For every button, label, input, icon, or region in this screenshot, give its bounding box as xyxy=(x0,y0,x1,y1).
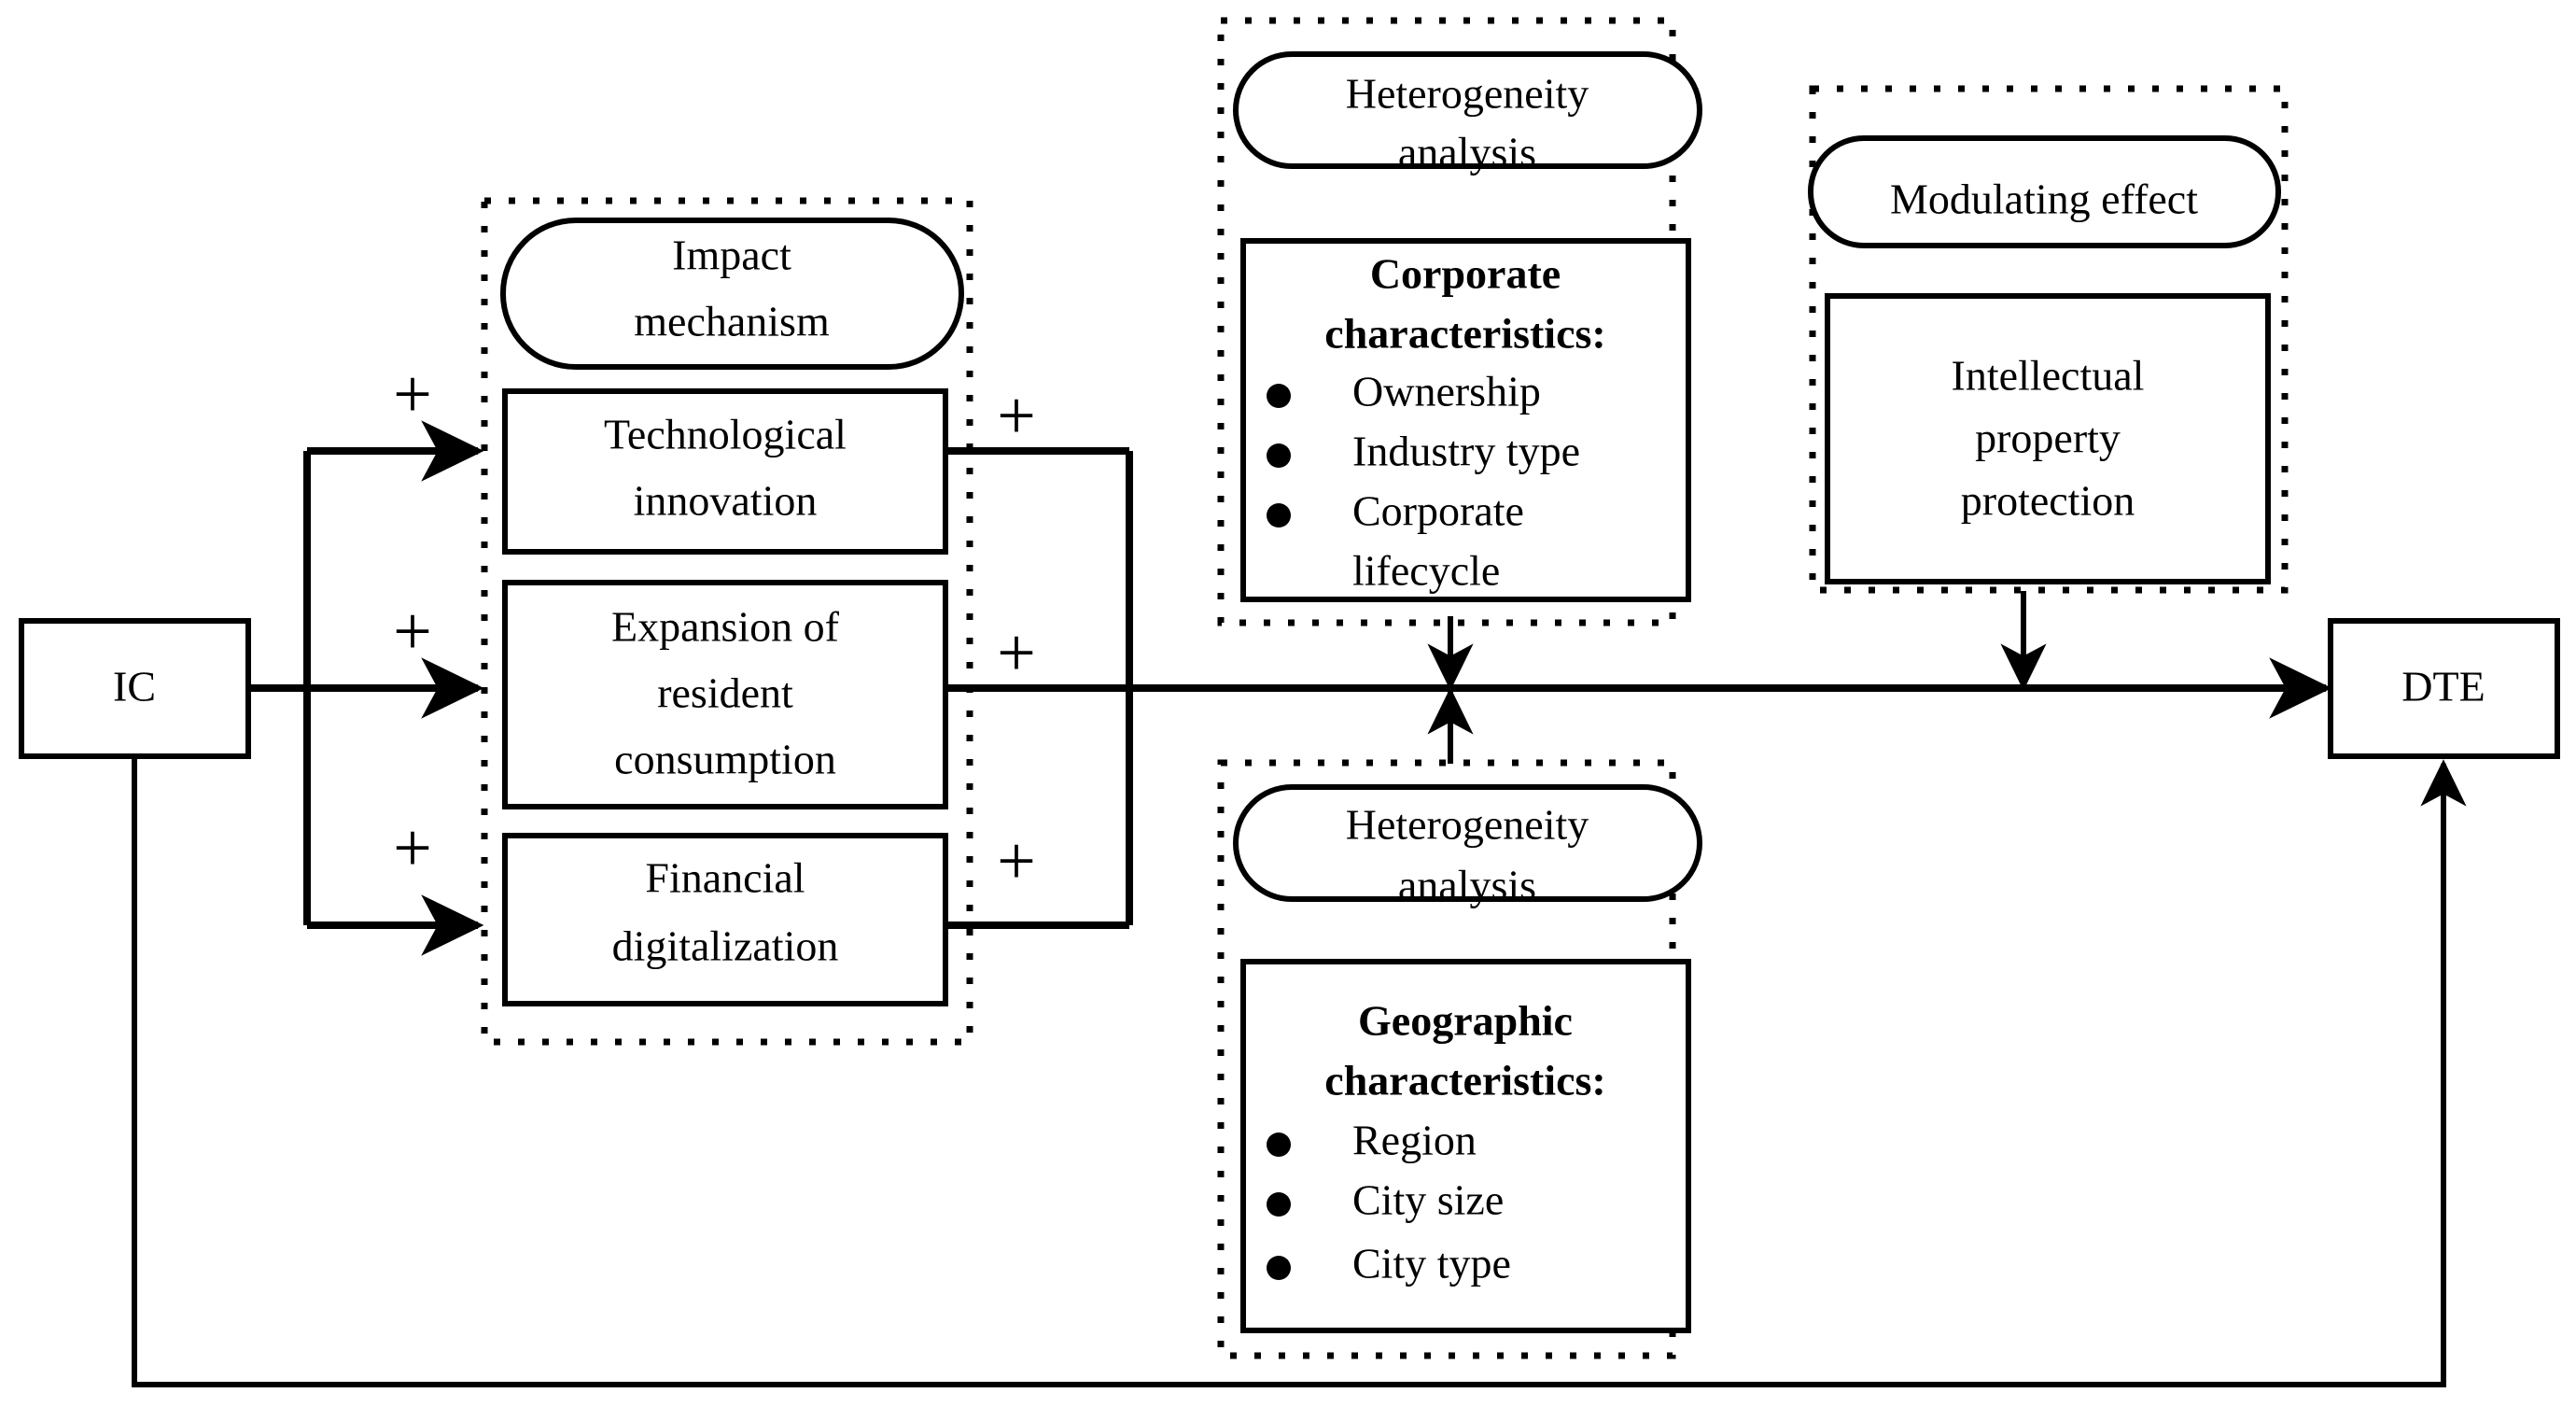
impact-mechanism-label-line2: mechanism xyxy=(634,298,830,345)
group-heterogeneity-geographic: Heterogeneity analysis Geographic charac… xyxy=(1217,759,1702,1359)
corporate-characteristics-heading-line2: characteristics: xyxy=(1324,310,1605,358)
impact-mechanism-label-line1: Impact xyxy=(672,232,791,279)
expansion-consumption-line1: Expansion of xyxy=(611,603,840,651)
geographic-item-1: Region xyxy=(1352,1117,1477,1164)
plus-sign-right-2: + xyxy=(997,615,1036,692)
plus-sign-left-1: + xyxy=(393,357,432,433)
box-financial-digitalization[interactable]: Financial digitalization xyxy=(502,833,948,1006)
group-heterogeneity-corporate: Heterogeneity analysis Corporate charact… xyxy=(1217,17,1702,626)
sign-group-right: + + + xyxy=(997,378,1036,900)
corporate-item-3-wrap: lifecycle xyxy=(1352,547,1500,595)
node-ic[interactable]: IC xyxy=(19,618,251,759)
sign-group-left: + + + xyxy=(393,357,432,887)
bullet-icon xyxy=(1267,1192,1291,1217)
financial-digitalization-line1: Financial xyxy=(645,854,805,902)
modulating-effect-label: Modulating effect xyxy=(1890,176,2198,223)
corporate-item-1: Ownership xyxy=(1352,368,1541,415)
intellectual-property-line1: Intellectual xyxy=(1952,352,2145,400)
bullet-icon xyxy=(1267,443,1291,468)
heterogeneity-geographic-label-line1: Heterogeneity xyxy=(1346,801,1589,849)
pill-impact-mechanism[interactable]: Impact mechanism xyxy=(500,218,964,370)
pill-heterogeneity-corporate[interactable]: Heterogeneity analysis xyxy=(1233,51,1702,176)
plus-sign-left-2: + xyxy=(393,594,432,670)
corporate-item-2: Industry type xyxy=(1352,428,1580,475)
expansion-consumption-line2: resident xyxy=(657,669,793,717)
technological-innovation-line2: innovation xyxy=(634,477,818,525)
group-modulating-effect: Modulating effect Intellectual property … xyxy=(1808,85,2289,594)
geographic-item-3: City type xyxy=(1352,1240,1511,1287)
corporate-item-3: Corporate xyxy=(1352,487,1524,535)
heterogeneity-corporate-label-line1: Heterogeneity xyxy=(1346,70,1589,118)
financial-digitalization-line2: digitalization xyxy=(612,922,839,970)
connector-mediators-to-main-line xyxy=(945,447,2332,929)
box-geographic-characteristics[interactable]: Geographic characteristics: Region City … xyxy=(1240,959,1691,1333)
bullet-icon xyxy=(1267,384,1291,408)
bullet-icon xyxy=(1267,1133,1291,1157)
geographic-characteristics-heading-line1: Geographic xyxy=(1358,997,1573,1045)
heterogeneity-geographic-label-line2: analysis xyxy=(1398,862,1536,909)
pill-modulating-effect[interactable]: Modulating effect xyxy=(1808,135,2281,248)
pill-heterogeneity-geographic[interactable]: Heterogeneity analysis xyxy=(1233,784,1702,909)
plus-sign-left-3: + xyxy=(393,810,432,887)
connector-ic-to-bus xyxy=(247,451,311,925)
box-technological-innovation[interactable]: Technological innovation xyxy=(502,388,948,555)
plus-sign-right-3: + xyxy=(997,823,1036,900)
technological-innovation-line1: Technological xyxy=(604,411,847,458)
node-dte[interactable]: DTE xyxy=(2328,618,2560,759)
geographic-item-2: City size xyxy=(1352,1176,1504,1224)
feedback-loop-ic-to-dte xyxy=(132,756,2467,1387)
group-impact-mechanism: Impact mechanism Technological innovatio… xyxy=(481,197,973,1046)
corporate-characteristics-heading-line1: Corporate xyxy=(1370,250,1561,298)
box-expansion-resident-consumption[interactable]: Expansion of resident consumption xyxy=(502,580,948,809)
ic-label: IC xyxy=(113,663,156,710)
intellectual-property-line2: property xyxy=(1975,415,2121,462)
geographic-characteristics-heading-line2: characteristics: xyxy=(1324,1057,1605,1104)
expansion-consumption-line3: consumption xyxy=(614,736,836,783)
intellectual-property-line3: protection xyxy=(1961,477,2135,525)
bullet-icon xyxy=(1267,1256,1291,1280)
box-corporate-characteristics[interactable]: Corporate characteristics: Ownership Ind… xyxy=(1240,238,1691,602)
dte-label: DTE xyxy=(2401,663,2485,710)
bullet-icon xyxy=(1267,503,1291,528)
heterogeneity-corporate-label-line2: analysis xyxy=(1398,129,1536,176)
plus-sign-right-1: + xyxy=(997,378,1036,455)
box-intellectual-property-protection[interactable]: Intellectual property protection xyxy=(1825,293,2271,584)
